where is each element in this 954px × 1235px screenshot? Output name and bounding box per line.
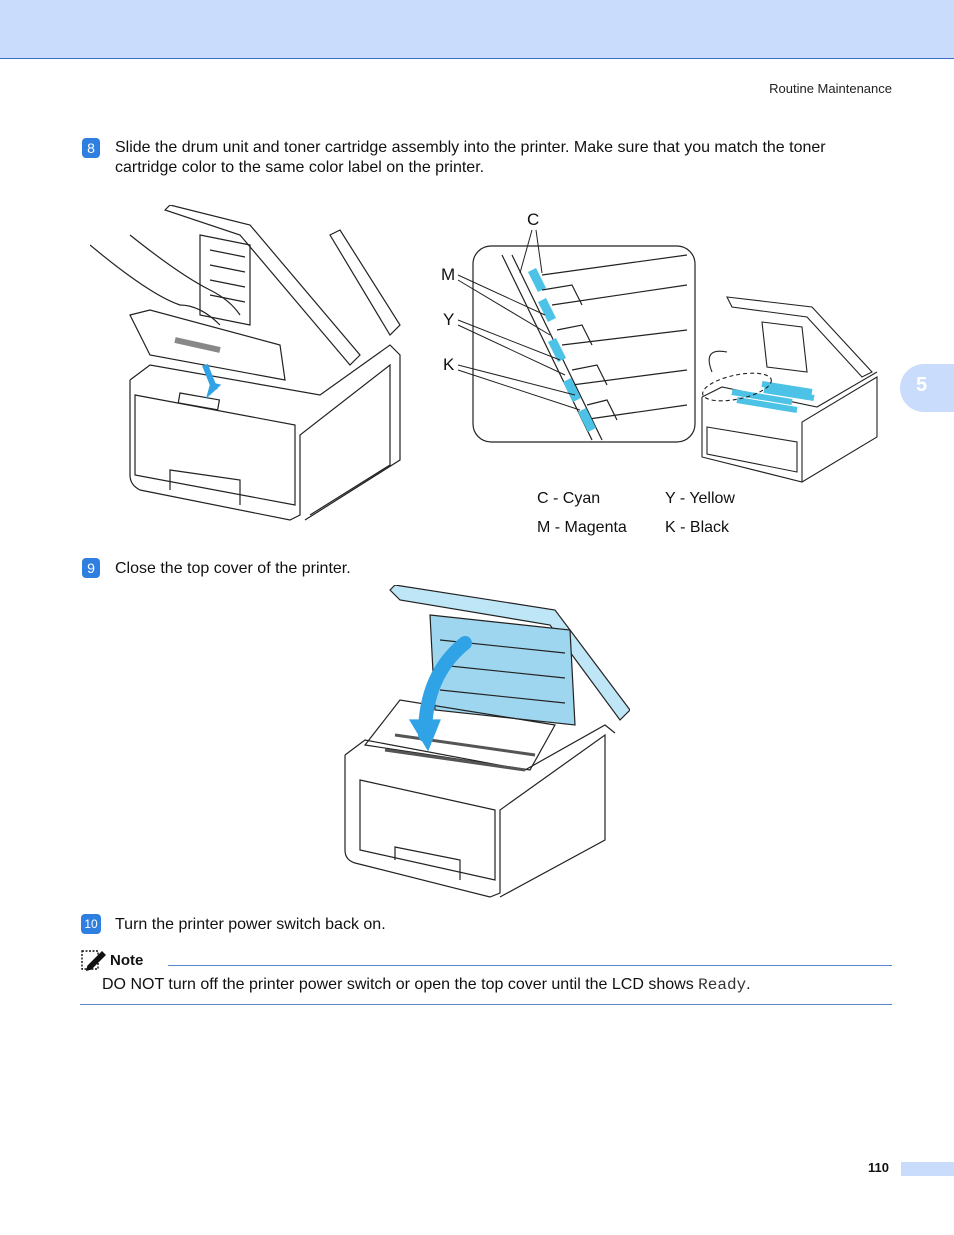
page-number-bar [901,1162,954,1176]
chapter-tab: 5 [900,364,954,412]
note-pencil-icon [81,950,106,971]
printer-insert-drum-illustration [90,205,401,521]
legend-magenta: M - Magenta [537,519,627,536]
legend-cyan: C - Cyan [537,490,601,507]
step-9-badge: 9 [82,558,100,578]
legend-black: K - Black [665,519,730,536]
step-8-text-line2: cartridge color to the same color label … [115,159,485,176]
note-title: Note [110,952,144,969]
callout-leader-lines [457,229,581,411]
callout-y: Y [443,310,455,329]
note-body: DO NOT turn off the printer power switch… [102,976,751,994]
legend-yellow: Y - Yellow [665,490,735,507]
callout-m: M [441,265,456,284]
callout-c: C [527,210,540,229]
note-lcd-status: Ready [698,976,747,994]
step-10-text: Turn the printer power switch back on. [115,916,386,933]
chapter-number: 5 [916,374,928,396]
note-divider-bottom [80,1004,892,1005]
callout-k: K [443,355,455,374]
step-9-text: Close the top cover of the printer. [115,560,351,577]
step-8-badge: 8 [82,138,100,158]
page-number: 110 [868,1160,889,1175]
printer-close-cover-illustration [344,585,630,898]
section-title: Routine Maintenance [769,81,892,96]
step-8-text-line1: Slide the drum unit and toner cartridge … [115,139,826,156]
step-10-badge: 10 [81,914,101,934]
printer-cartridges-installed-illustration [701,296,878,483]
toner-color-labels-detail [472,245,696,443]
note-divider-top [168,965,892,966]
note-body-end: . [746,976,751,993]
header-band [0,0,954,59]
note-body-text: DO NOT turn off the printer power switch… [102,976,699,993]
